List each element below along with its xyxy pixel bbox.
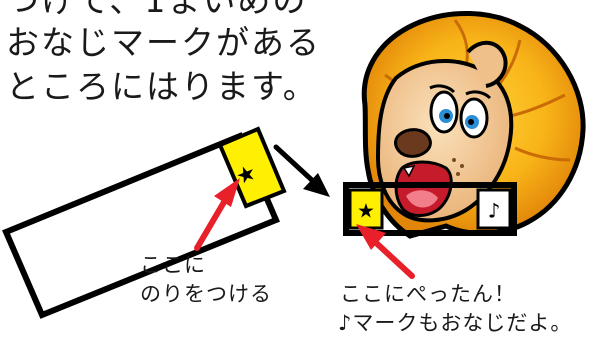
stick-caption-line-1: ここにぺったん！ (340, 282, 516, 306)
paper-strip-level: ★ ♪ (343, 182, 517, 236)
glue-caption-line-2: のりをつける (140, 282, 272, 306)
stick-caption-line-2: ♪マークもおなじだよ。 (338, 311, 573, 335)
instruction-line-1: つけて、1まいめの (6, 0, 308, 20)
lion-character (361, 10, 586, 239)
glue-caption-line-1: ここに (140, 253, 206, 277)
note-mark: ♪ (488, 199, 501, 223)
note-box (476, 188, 512, 230)
pointer-arrow-glue (194, 178, 240, 251)
pointer-arrow-stick (356, 224, 415, 279)
star-box-level (348, 188, 384, 230)
star-mark-level: ★ (357, 199, 375, 223)
instruction-line-3: ところにはります。 (6, 67, 318, 106)
direction-arrow (273, 144, 330, 197)
instruction-line-2: おなじマークがある (6, 23, 321, 62)
